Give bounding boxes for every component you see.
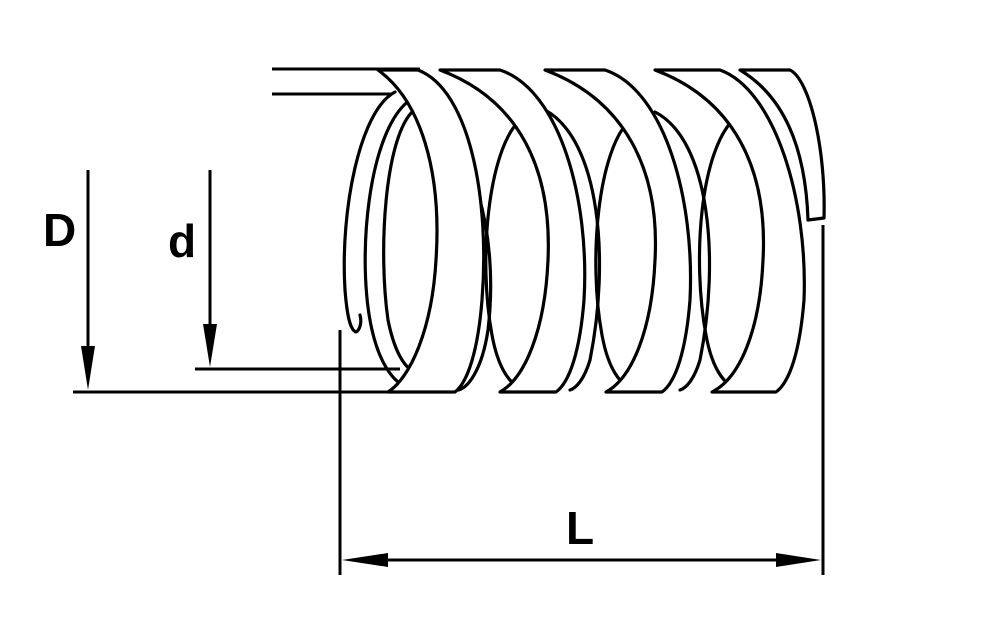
spring <box>342 68 826 394</box>
dimension-d <box>195 92 400 371</box>
coil-inner-4 <box>697 116 742 392</box>
coil-inner-2 <box>484 118 527 392</box>
coil-start-tail <box>342 90 397 334</box>
coil-front-4 <box>653 68 806 394</box>
L-arrow-head-left <box>342 553 388 567</box>
coil-front-2 <box>438 68 587 394</box>
L-arrow-head-right <box>776 553 821 567</box>
coil-inner-3 <box>594 118 637 392</box>
length-label: L <box>566 502 595 554</box>
outer-diameter-label: D <box>43 204 77 256</box>
coil-front-1 <box>376 68 486 394</box>
coil-end-tail <box>738 68 826 222</box>
D-arrow-head <box>81 346 95 390</box>
coil-inner-1 <box>363 98 412 390</box>
dimension-L <box>338 225 825 575</box>
coil-inner-1b <box>382 110 417 374</box>
dimension-D <box>73 67 420 394</box>
d-arrow-head <box>203 324 217 367</box>
wire-diameter-label: d <box>168 215 197 267</box>
coil-back-3 <box>653 110 712 392</box>
coil-front-3 <box>543 68 693 394</box>
